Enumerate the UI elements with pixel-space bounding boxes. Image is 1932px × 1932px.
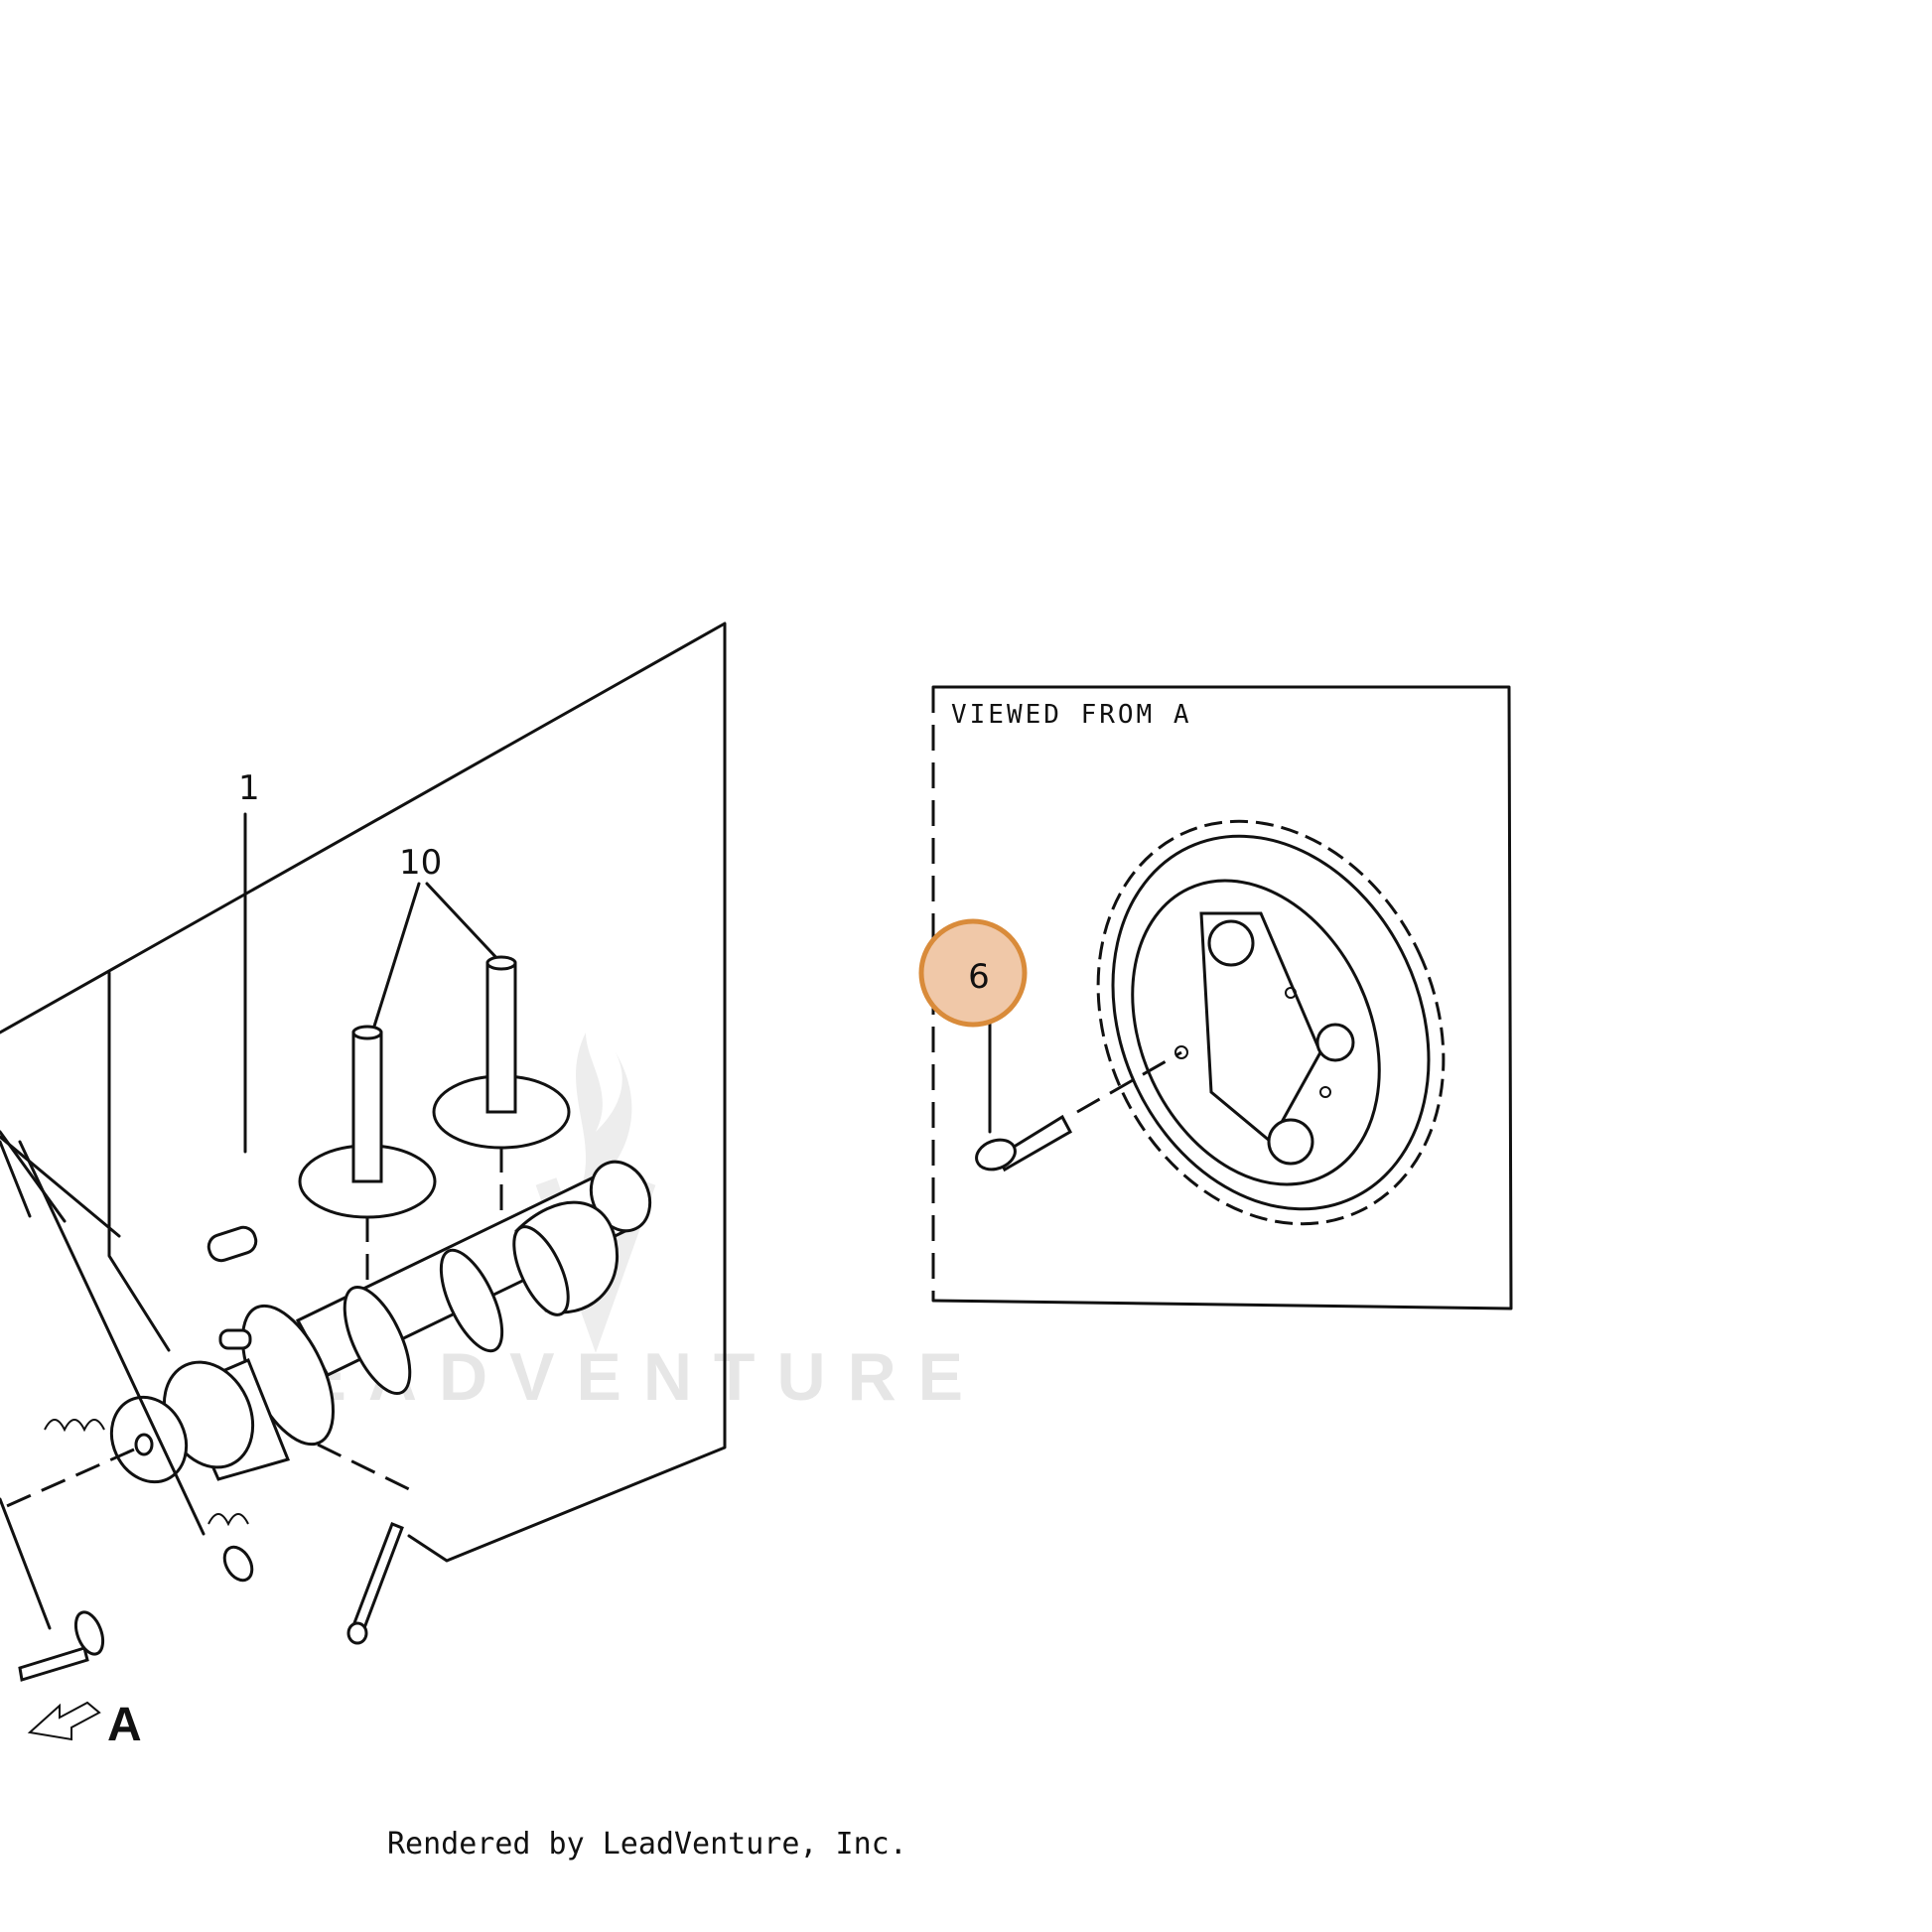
exploded-frame	[0, 621, 727, 1563]
svg-text:A: A	[107, 1699, 142, 1751]
woodruff-key	[207, 1225, 258, 1263]
svg-text:VIEWED FROM A: VIEWED FROM A	[951, 700, 1192, 730]
callout-6-highlight[interactable]	[918, 918, 1028, 1028]
callout-10: 10	[370, 843, 503, 1035]
camshaft	[109, 1160, 652, 1484]
callout-6[interactable]: 6	[918, 918, 1028, 1134]
svg-text:10: 10	[399, 843, 442, 883]
watermark-logo-icon	[576, 1033, 632, 1201]
spring-parts	[0, 1130, 254, 1583]
lifter-pin-right	[432, 955, 571, 1221]
svg-text:1: 1	[238, 768, 260, 808]
lifter-pin-left	[298, 1025, 437, 1311]
view-arrow: A	[27, 1699, 142, 1751]
pin-bottom	[317, 1443, 410, 1645]
cam-sprocket-gear	[1096, 819, 1446, 1226]
callout-1: 1	[238, 768, 260, 1154]
view-arrow-icon	[27, 1701, 101, 1741]
svg-text:6: 6	[968, 957, 990, 997]
footer-credit: Rendered by LeadVenture, Inc.	[387, 1827, 907, 1862]
bolt-part-6	[975, 1045, 1188, 1173]
bolt-left	[0, 1497, 105, 1682]
